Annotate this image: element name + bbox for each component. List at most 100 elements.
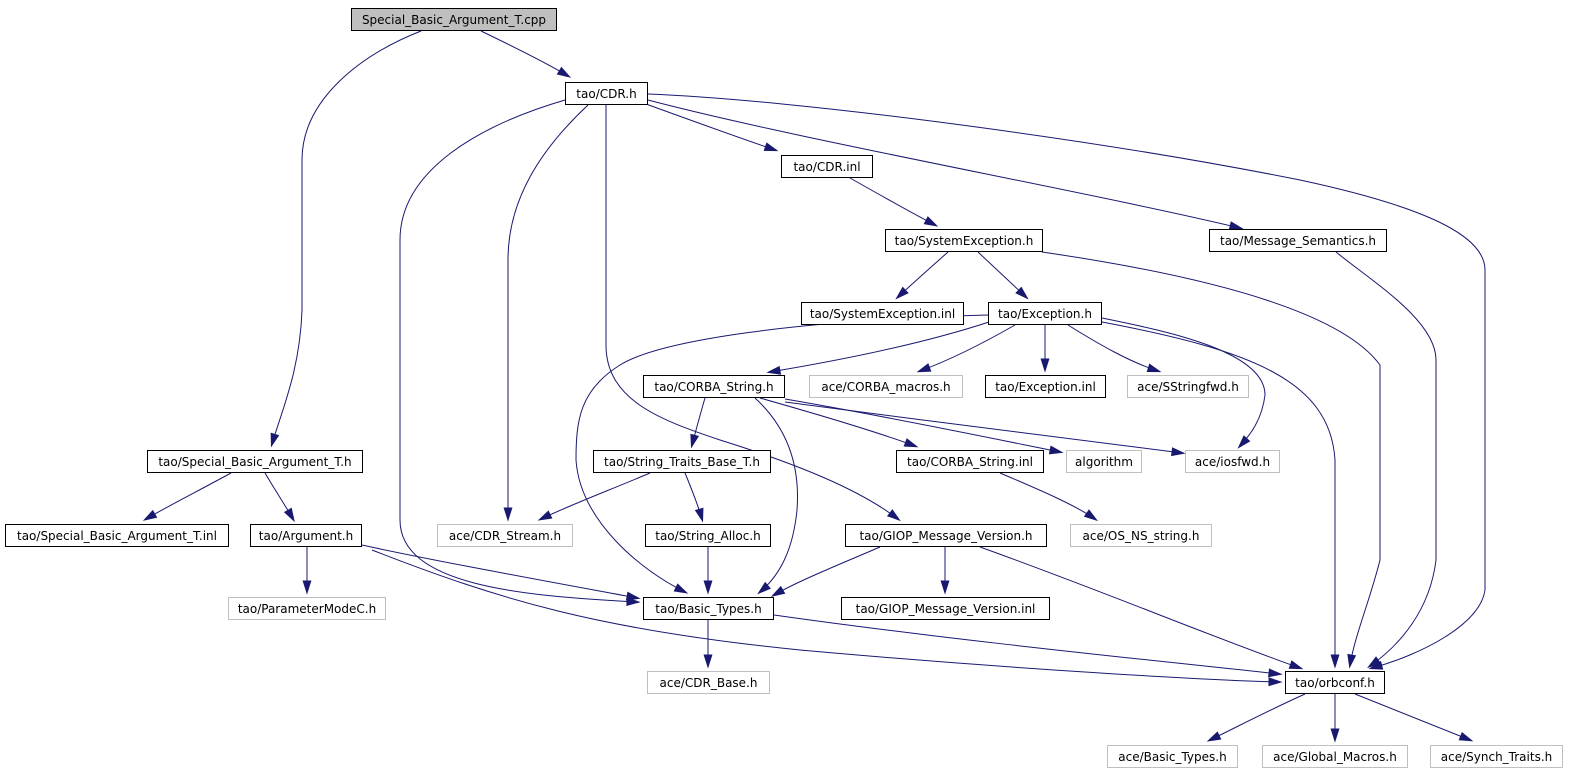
node-ace-cdr-base-h: ace/CDR_Base.h (647, 671, 770, 694)
node-tao-corba-string-h[interactable]: tao/CORBA_String.h (643, 375, 785, 398)
edge-arrowhead (673, 583, 689, 594)
edge-tao-cdr-h-to-tao-cdr-inl (645, 103, 779, 152)
node-label: ace/Synch_Traits.h (1440, 749, 1553, 764)
node-tao-string-alloc-h[interactable]: tao/String_Alloc.h (645, 524, 771, 547)
node-tao-special-basic-argument-t-inl[interactable]: tao/Special_Basic_Argument_T.inl (5, 524, 229, 547)
edge-line (540, 472, 651, 520)
edge-tao-systemexception-h-to-tao-orbconf-h (1041, 251, 1381, 669)
node-label: ace/CORBA_macros.h (821, 379, 951, 394)
node-tao-exception-inl[interactable]: tao/Exception.inl (985, 375, 1106, 398)
node-label: tao/Exception.inl (995, 379, 1096, 394)
node-label: ace/CDR_Base.h (659, 675, 758, 690)
node-tao-cdr-h[interactable]: tao/CDR.h (565, 82, 648, 105)
edge-arrowhead (903, 438, 919, 448)
edge-arrowhead (1268, 677, 1283, 687)
edge-arrowhead (694, 507, 704, 523)
edge-tao-corba-string-h-to-ace-iosfwd-h (784, 401, 1186, 457)
edge-line (575, 314, 989, 593)
node-tao-orbconf-h[interactable]: tao/orbconf.h (1285, 671, 1385, 694)
node-ace-global-macros-h: ace/Global_Macros.h (1262, 745, 1408, 768)
node-ace-corba-macros-h: ace/CORBA_macros.h (809, 375, 963, 398)
edge-special-basic-argument-t-cpp-to-tao-special-basic-argument-t-h (270, 30, 422, 448)
edge-line (605, 105, 899, 520)
edge-arrowhead (1083, 509, 1098, 522)
node-tao-basic-types-h[interactable]: tao/Basic_Types.h (643, 597, 774, 620)
edge-tao-exception-h-to-tao-orbconf-h (1101, 321, 1340, 669)
edge-arrowhead (770, 585, 786, 597)
node-algorithm: algorithm (1066, 450, 1142, 473)
node-label: ace/Global_Macros.h (1273, 749, 1397, 764)
node-label: tao/Special_Basic_Argument_T.h (158, 454, 352, 469)
edge-tao-cdr-h-to-tao-giop-message-version-h (605, 105, 901, 522)
edge-line (759, 397, 916, 447)
node-tao-corba-string-inl[interactable]: tao/CORBA_String.inl (896, 450, 1044, 473)
edge-arrowhead (142, 509, 158, 521)
edge-tao-systemexception-h-to-tao-systemexception-inl (895, 251, 949, 300)
node-tao-message-semantics-h[interactable]: tao/Message_Semantics.h (1209, 229, 1387, 252)
edge-arrowhead (1048, 445, 1064, 455)
node-tao-cdr-inl[interactable]: tao/CDR.inl (781, 155, 873, 178)
node-tao-systemexception-h[interactable]: tao/SystemException.h (885, 229, 1043, 252)
node-label: ace/OS_NS_string.h (1082, 528, 1200, 543)
edge-tao-basic-types-h-to-ace-cdr-base-h (703, 620, 713, 669)
edge-line (647, 99, 1241, 229)
edge-tao-string-alloc-h-to-tao-basic-types-h (703, 547, 713, 595)
node-label: ace/iosfwd.h (1194, 454, 1271, 469)
edge-tao-corba-string-inl-to-ace-os-ns-string-h (999, 472, 1098, 522)
edge-arrowhead (916, 363, 932, 373)
edge-arrowhead (625, 591, 641, 601)
node-tao-exception-h[interactable]: tao/Exception.h (988, 302, 1102, 325)
node-tao-giop-message-version-inl[interactable]: tao/GIOP_Message_Version.inl (841, 597, 1050, 620)
node-label: tao/CORBA_String.inl (907, 454, 1033, 469)
edge-line (361, 544, 638, 599)
edge-arrowhead (757, 581, 771, 595)
edge-line (271, 30, 422, 445)
edge-tao-string-traits-base-t-h-to-ace-cdr-stream-h (537, 472, 651, 521)
edge-tao-argument-h-to-tao-basic-types-h (361, 544, 641, 601)
node-label: tao/CDR.inl (793, 159, 861, 174)
node-ace-sstringfwd-h: ace/SStringfwd.h (1127, 375, 1249, 398)
edge-tao-corba-string-h-to-tao-string-traits-base-t-h (690, 397, 706, 449)
node-tao-argument-h[interactable]: tao/Argument.h (250, 524, 362, 547)
edge-arrowhead (503, 507, 513, 522)
edge-tao-giop-message-version-h-to-tao-orbconf-h (979, 546, 1304, 670)
edge-tao-orbconf-h-to-ace-synch-traits-h (1354, 693, 1474, 742)
edge-tao-corba-string-h-to-tao-basic-types-h (754, 397, 798, 595)
edge-arrowhead (1268, 668, 1283, 678)
edge-line (773, 546, 881, 596)
edge-tao-exception-h-to-tao-corba-string-h (766, 320, 993, 375)
edge-tao-orbconf-h-to-ace-global-macros-h (1330, 694, 1340, 743)
edge-tao-cdr-h-to-tao-message-semantics-h (647, 99, 1244, 230)
node-tao-giop-message-version-h[interactable]: tao/GIOP_Message_Version.h (845, 524, 1047, 547)
edge-arrowhead (1146, 363, 1162, 373)
edge-tao-argument-h-to-tao-parametermodec-h (302, 547, 312, 595)
node-ace-cdr-stream-h: ace/CDR_Stream.h (437, 524, 573, 547)
node-tao-systemexception-inl[interactable]: tao/SystemException.inl (801, 302, 964, 325)
node-label: tao/Exception.h (998, 306, 1092, 321)
node-label: tao/GIOP_Message_Version.h (859, 528, 1033, 543)
node-label: tao/SystemException.inl (809, 306, 956, 321)
edge-arrowhead (690, 433, 700, 449)
edge-arrowhead (1228, 221, 1244, 230)
edge-tao-orbconf-h-to-ace-basic-types-h (1206, 693, 1306, 742)
edge-arrowhead (1237, 435, 1251, 449)
edge-line (1209, 693, 1306, 741)
edge-line (979, 546, 1301, 669)
edge-line (145, 472, 232, 520)
node-label: ace/Basic_Types.h (1118, 749, 1227, 764)
node-tao-string-traits-base-t-h[interactable]: tao/String_Traits_Base_T.h (593, 450, 771, 473)
edge-tao-giop-message-version-h-to-tao-basic-types-h (770, 546, 881, 597)
node-ace-os-ns-string-h: ace/OS_NS_string.h (1070, 524, 1212, 547)
node-label: tao/String_Traits_Base_T.h (604, 454, 760, 469)
edge-special-basic-argument-t-cpp-to-tao-cdr-h (480, 30, 572, 78)
edge-line (399, 99, 638, 603)
node-tao-special-basic-argument-t-h[interactable]: tao/Special_Basic_Argument_T.h (147, 450, 363, 473)
edge-tao-corba-string-h-to-algorithm (784, 398, 1064, 455)
node-special-basic-argument-t-cpp[interactable]: Special_Basic_Argument_T.cpp (351, 8, 557, 31)
edge-tao-exception-h-to-tao-basic-types-h (575, 314, 989, 594)
edge-line (754, 397, 798, 593)
edge-arrowhead (923, 216, 939, 227)
edge-line (1354, 693, 1471, 741)
